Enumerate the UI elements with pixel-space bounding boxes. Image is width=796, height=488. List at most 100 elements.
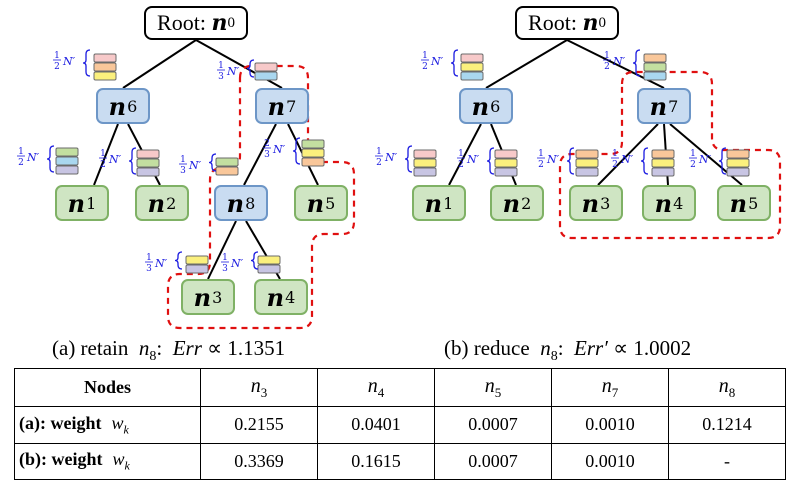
svg-text:1: 1 — [180, 155, 186, 165]
svg-text:2: 2 — [18, 158, 24, 168]
svg-text:2: 2 — [264, 139, 270, 149]
header-n3: n3 — [200, 367, 318, 408]
svg-text:N′: N′ — [430, 55, 444, 68]
svg-text:2: 2 — [422, 62, 428, 72]
edge-n7-n8-a — [243, 123, 277, 186]
stack-n7-b — [643, 53, 667, 81]
svg-text:1: 1 — [458, 149, 464, 159]
svg-text:1: 1 — [422, 51, 428, 61]
svg-text:N′: N′ — [272, 143, 286, 156]
caption-b: (b) reduce n8: Err′ ∝ 1.0002 — [444, 336, 692, 365]
cell: 0.0401 — [317, 406, 435, 444]
edge-n6-n1-b — [448, 123, 482, 186]
svg-text:N′: N′ — [108, 153, 122, 166]
svg-text:2: 2 — [612, 160, 618, 170]
stack-n5-b — [726, 149, 750, 177]
svg-text:2: 2 — [376, 158, 382, 168]
edge-n8-n3-a — [207, 220, 237, 280]
edge-n7-n3-b — [597, 123, 659, 186]
svg-text:1: 1 — [612, 149, 618, 159]
cell: 0.0010 — [551, 442, 669, 481]
header-n7: n7 — [551, 367, 669, 408]
header-nodes: Nodes — [14, 367, 201, 408]
stack-n5-a — [301, 139, 325, 167]
svg-text:N′: N′ — [620, 153, 634, 166]
svg-text:3: 3 — [222, 264, 228, 274]
header-n8: n8 — [668, 367, 786, 408]
stack-n3-a — [185, 255, 209, 274]
svg-text:N′: N′ — [612, 55, 626, 68]
svg-text:2: 2 — [100, 160, 106, 170]
svg-text:N′: N′ — [230, 257, 244, 270]
svg-text:1: 1 — [54, 51, 60, 61]
stack-n2-b — [494, 149, 518, 177]
dashed-region-b — [558, 70, 782, 240]
svg-text:N′: N′ — [154, 257, 168, 270]
root-label-a: Root: — [157, 10, 206, 35]
table-header-row: Nodes n3 n4 n5 n7 n8 — [14, 367, 786, 408]
stack-n1-b — [413, 149, 437, 177]
svg-text:1: 1 — [100, 149, 106, 159]
svg-text:3: 3 — [146, 264, 152, 274]
svg-text:N′: N′ — [188, 159, 202, 172]
root-node-index-a: 0 — [227, 14, 235, 31]
svg-text:N′: N′ — [62, 55, 76, 68]
cell: 0.1615 — [317, 442, 435, 481]
stack-n8-a — [215, 157, 239, 176]
stack-n6-b — [460, 53, 484, 81]
svg-text:1: 1 — [604, 51, 610, 61]
svg-text:1: 1 — [376, 147, 382, 157]
svg-text:N′: N′ — [466, 153, 480, 166]
cell: 0.2155 — [200, 406, 318, 444]
svg-text:N′: N′ — [698, 153, 712, 166]
svg-text:1: 1 — [218, 61, 224, 71]
cell: 0.0010 — [551, 406, 669, 444]
caption-a: (a) retain n8: Err ∝ 1.1351 — [52, 336, 286, 365]
svg-text:2: 2 — [690, 160, 696, 170]
stack-n1-a — [55, 147, 79, 175]
stack-n3-b — [575, 149, 599, 177]
svg-text:1: 1 — [18, 147, 24, 157]
stack-n6-a — [93, 53, 117, 81]
edge-n0-n6-a — [122, 39, 197, 89]
stack-n4-a — [257, 255, 281, 274]
svg-text:N′: N′ — [226, 65, 240, 78]
svg-text:3: 3 — [264, 150, 270, 160]
edge-n0-n6-b — [485, 39, 568, 89]
svg-text:3: 3 — [218, 72, 224, 82]
cell: 0.0007 — [434, 442, 552, 481]
svg-text:1: 1 — [222, 253, 228, 263]
svg-text:1: 1 — [538, 149, 544, 159]
